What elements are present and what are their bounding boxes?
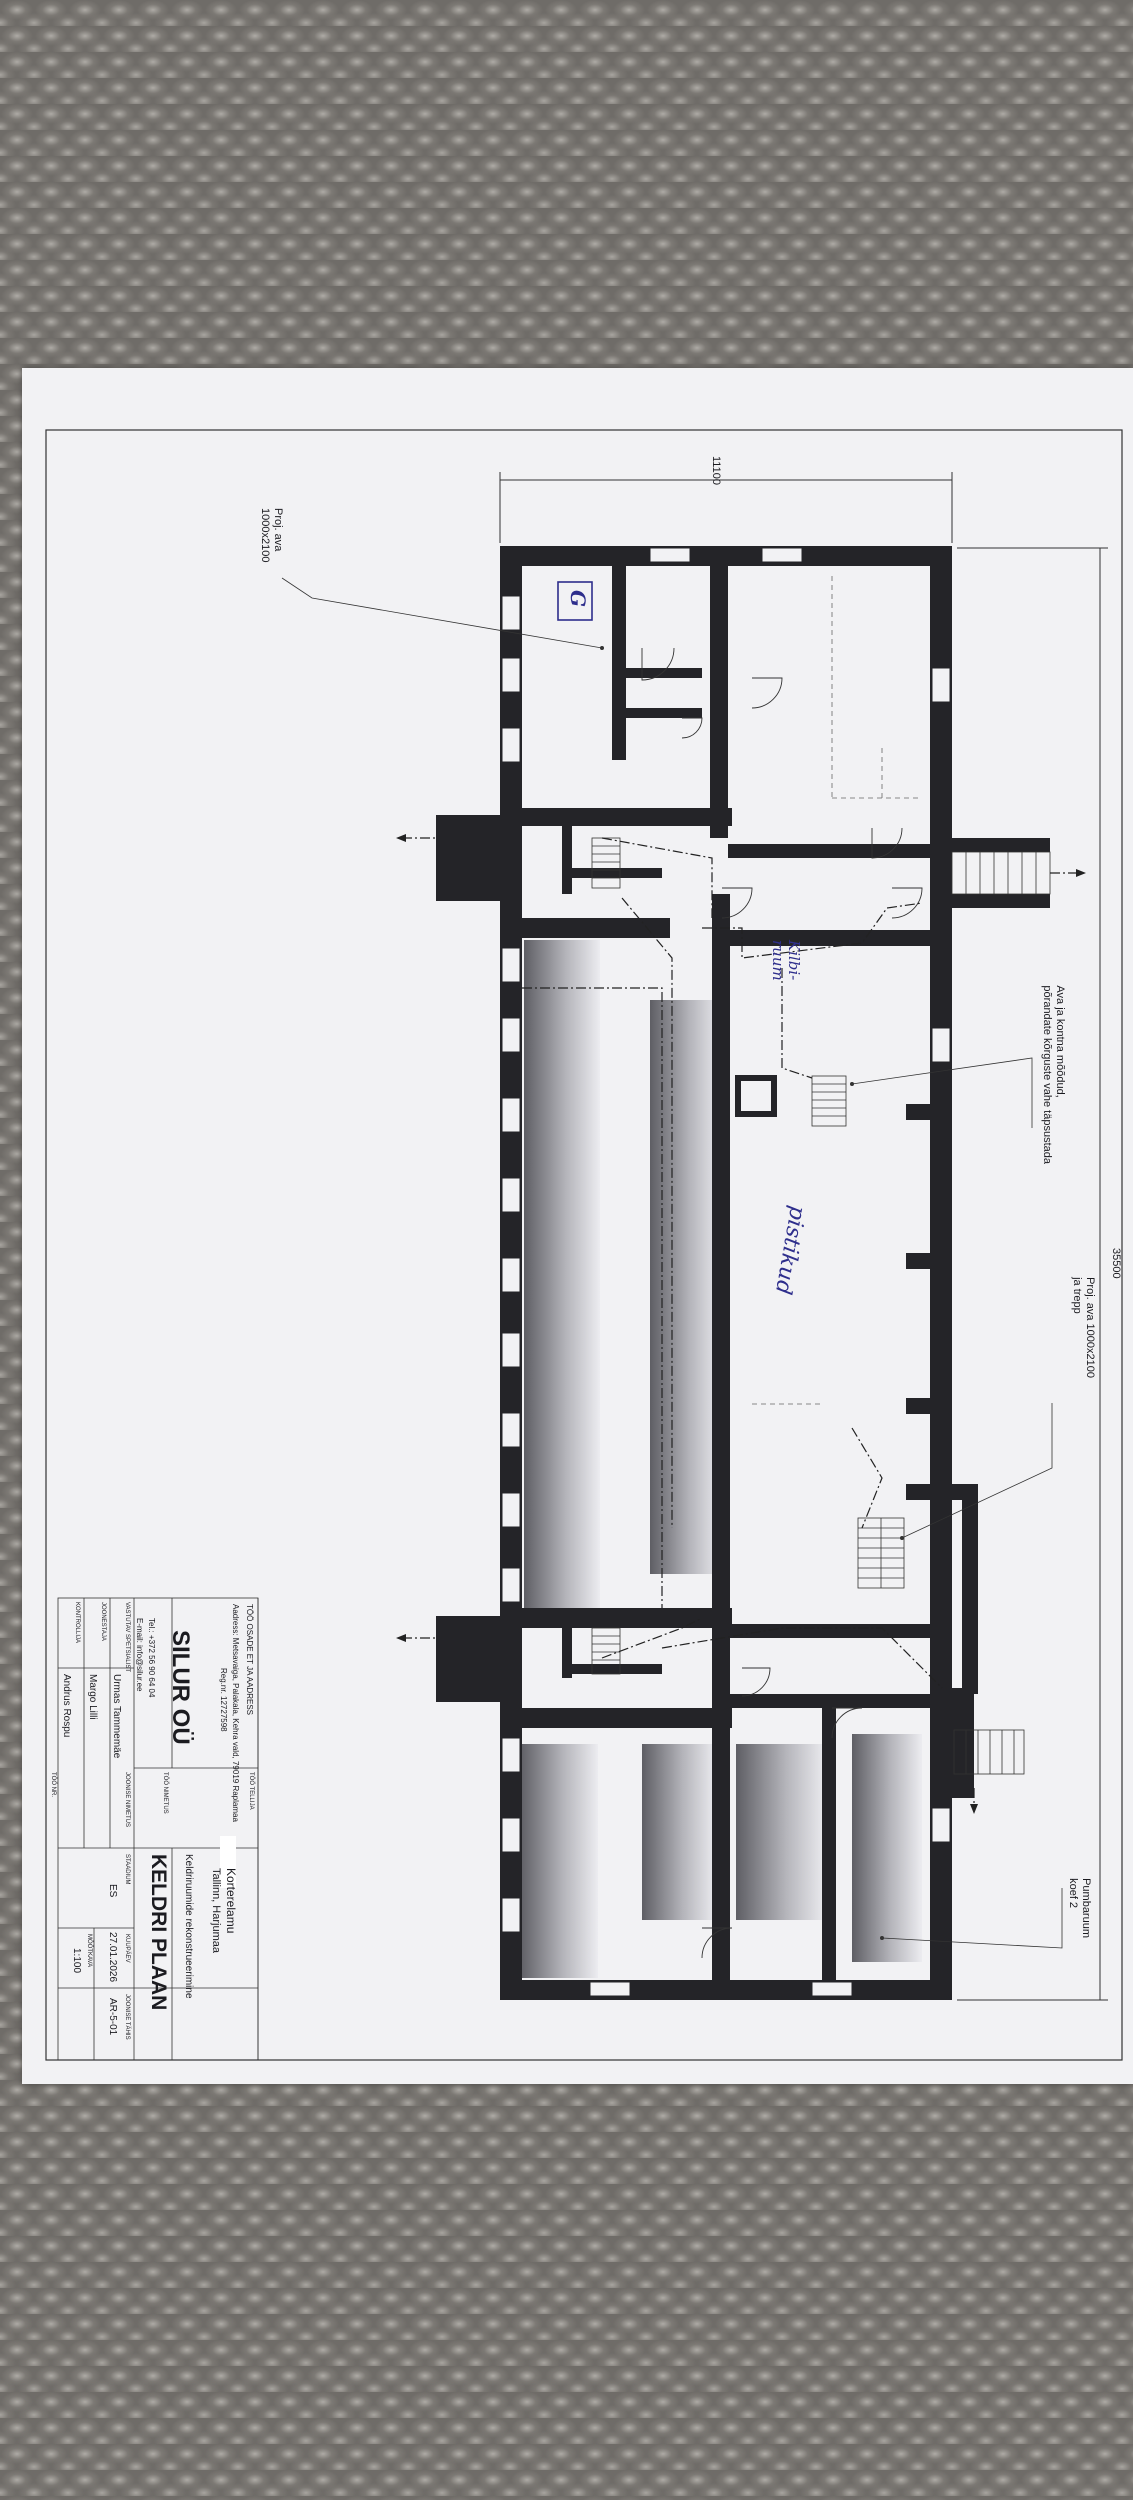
storage-block-2: [650, 1000, 722, 1574]
dashed-lines: [752, 576, 922, 1405]
storage-block-5: [736, 1744, 826, 1920]
windows-ends: [589, 547, 853, 1997]
tb-tellija-label: TÖÖ TELLIJA: [248, 1772, 254, 1810]
tb-staadium-label: STAADIUM: [124, 1854, 130, 1885]
tb-reg: Reg.nr. 12727598: [219, 1668, 228, 1732]
handwritten-kilbiruum: Kilbi- ruum: [769, 940, 803, 981]
tb-email: E-mail: info@silur.ee: [135, 1618, 144, 1692]
storage-block-3: [520, 1744, 598, 1978]
tb-project-location: Tallinn, Harjumaa: [210, 1868, 222, 1953]
storage-block-4: [642, 1744, 716, 1920]
tb-role-joonestaja: JOONESTAJA: [100, 1602, 106, 1641]
tb-job-header: TÖÖ OSADE ET JA AADRESS: [245, 1604, 254, 1715]
leader-lines: [281, 577, 1063, 1949]
tb-tel: Tel.: +372 56 90 64 04: [147, 1618, 156, 1698]
annotation-proj-ava-top: Proj. ava 1000x2100: [259, 508, 284, 563]
tb-joonise-tahis-value: AR-5-01: [107, 1998, 118, 2036]
windows-left: [501, 595, 521, 1933]
stairs: [591, 837, 1051, 1775]
tb-joonise-tahis-label: JOONISE TÄHIS: [124, 1994, 130, 2040]
storage-block-1: [524, 940, 600, 1610]
dimension-width: [499, 472, 953, 543]
tb-joonise-nimetus-label: JOONISE NIMETUS: [124, 1772, 130, 1828]
windows-right: [931, 667, 951, 1843]
tb-too-nimetus-label: TÖÖ NIMETUS: [162, 1772, 168, 1814]
route-arrows: [396, 834, 1086, 1814]
dimension-width-label: 11100: [710, 456, 722, 485]
tb-name-vastutav: Urmas Tammemäe: [111, 1674, 122, 1759]
tb-name-joonestaja: Margo Lilli: [87, 1674, 98, 1720]
tb-kuupaev-value: 27.01.2026: [107, 1932, 118, 1983]
tb-mootkava-value: 1:100: [71, 1948, 82, 1974]
annotation-ava-kontna: Ava ja kontna mõõdud, põrandate kõrguste…: [1041, 985, 1066, 1164]
tb-name-kontrollija: Andrus Rospu: [61, 1674, 72, 1738]
tb-project-desc: Keldriruumide rekonstrueerimine: [183, 1854, 194, 1999]
tb-drawing-name: KELDRI PLAAN: [147, 1854, 170, 2011]
tb-role-kontrollija: KONTROLLIJA: [74, 1602, 80, 1644]
annotation-pumbaruum: Pumbaruum koef 2: [1067, 1878, 1092, 1938]
floor-plan-drawing: [45, 429, 1123, 2061]
handwritten-g: G: [566, 590, 590, 608]
cable-routes: [402, 837, 1080, 1808]
tb-too-nr-label: TÖÖ NR.: [50, 1772, 56, 1797]
tb-staadium-value: ES: [107, 1884, 118, 1898]
annotation-proj-ava-right: Proj. ava 1000x2100 ja trepp: [1071, 1277, 1096, 1378]
dimension-length-label: 35500: [1110, 1248, 1122, 1279]
handwritten-g-box: [557, 581, 593, 621]
tb-project-title: Korterelamu: [224, 1868, 238, 1934]
tb-address: Aadress: Metsavaiga, Palakala, Kehra val…: [231, 1604, 240, 1822]
doors: [641, 647, 923, 1959]
redacted-block: [220, 1836, 236, 1888]
tb-company: SILUR OÜ: [167, 1630, 194, 1745]
tb-mootkava-label: MÕÕTKAVA: [86, 1934, 92, 1968]
drawing-sheet: 11100 35500 Proj. ava 1000x2100 Proj. av…: [22, 368, 1133, 2084]
tb-role-vastutav: VASTUTAV SPETSIALIST: [124, 1602, 130, 1673]
storage-block-6: [852, 1734, 922, 1962]
dimension-length: [957, 547, 1108, 2001]
tb-kuupaev-label: KUUPÄEV: [124, 1934, 130, 1963]
drawing-frame: [45, 429, 1123, 2061]
